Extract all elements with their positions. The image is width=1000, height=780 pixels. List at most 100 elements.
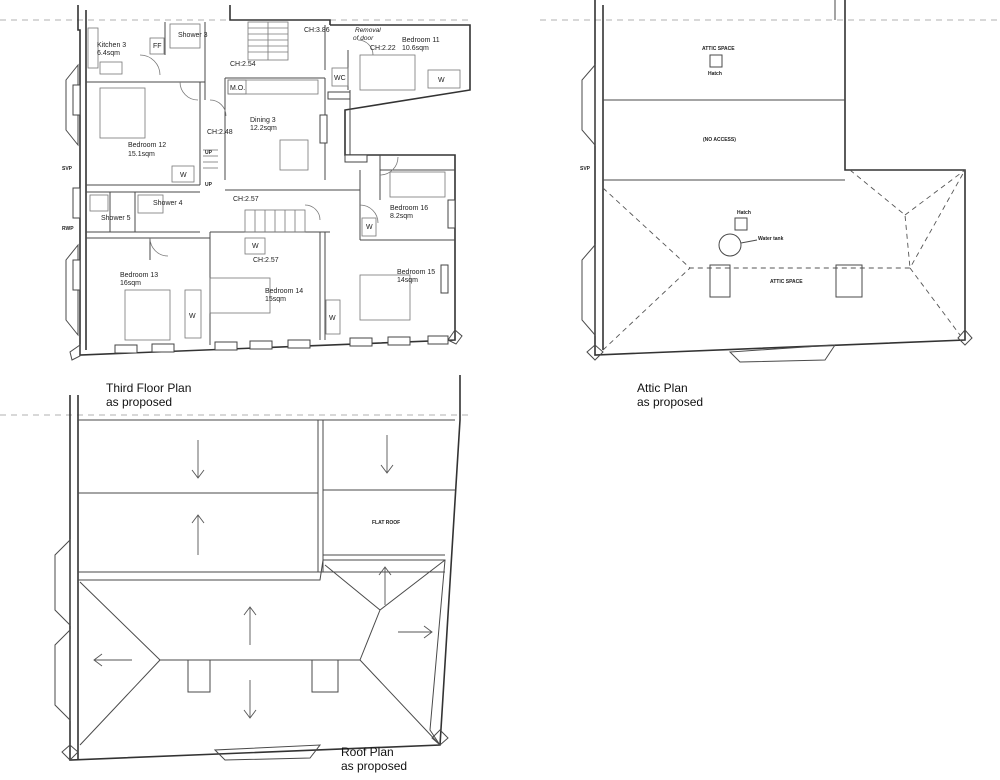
stair-top [247,21,289,61]
attic-corner-left [586,344,604,361]
third-floor-title: Third Floor Plan [106,381,191,395]
shower-4-tray [137,194,164,214]
bedroom-16-label: Bedroom 16 [390,205,428,212]
roof-chimney-left [187,659,211,693]
door-swing [179,81,199,101]
wc-label: WC [334,75,346,82]
arrow-head [191,469,205,479]
attic-outer-wall [594,0,966,356]
dining-3-label: Dining 3 [250,117,276,124]
arrow-head [243,606,257,616]
attic-hatch-bottom-label: Hatch [737,210,751,216]
window [114,344,138,354]
window [319,114,328,144]
shower-5-tray [89,194,109,212]
removal-note-line2: of door [353,35,374,42]
bedroom-15-wardrobe-label: W [329,315,336,322]
attic-bay-bottom-front [728,344,836,363]
hip-line [602,267,691,351]
ch-3-86: CH:3.86 [304,27,330,34]
third-floor-plan: Kitchen 3 6.4sqm FF Shower 3 CH:3.86 Rem… [0,5,471,409]
roof-bay-top [54,538,71,627]
roof-corner-left [61,744,79,761]
hip-line [909,267,961,336]
roof-plan: FLAT ROOF Roof Plan as proposed [0,375,470,773]
door-swing [149,237,169,257]
roof-subtitle: as proposed [341,759,407,773]
dining-table [279,139,309,171]
roof-bay-front [213,744,322,761]
stair-small [203,149,218,169]
hip-valley [849,169,911,269]
attic-subtitle: as proposed [637,395,703,409]
door-swing [304,204,321,221]
attic-plan: ATTIC SPACE Hatch (NO ACCESS) Hatch Wate… [540,0,1000,409]
ch-2-22: CH:2.22 [370,45,396,52]
window [447,199,456,229]
bedroom-12-wardrobe-label: W [180,172,187,179]
window [72,187,81,219]
roof-chimney-right [311,659,339,693]
bedroom-16-wardrobe-label: W [366,224,373,231]
ch-2-54: CH:2.54 [230,61,256,68]
stair-middle [244,209,306,233]
door-swing [209,99,227,117]
bedroom-12-label: Bedroom 12 [128,142,166,149]
wardrobe-14 [244,237,266,255]
shower-5-label: Shower 5 [101,215,131,222]
removal-note-line1: Removal [355,27,381,34]
roof-outer [69,375,461,761]
kitchen-3-label: Kitchen 3 [97,42,126,49]
bedroom-13-label: Bedroom 13 [120,272,158,279]
window [72,259,81,291]
corner-pier-right [447,329,463,345]
attic-hatch-top [709,54,723,68]
arrow-head [93,653,103,667]
up-label-2: UP [205,182,213,188]
microwave-label: M.O. [230,85,245,92]
roof-bay-bottom [54,628,71,722]
wardrobe-12 [171,165,195,183]
window [349,337,373,347]
bedroom-16-area: 8.2sqm [390,213,413,220]
window [327,91,351,100]
attic-space-bottom-label: ATTIC SPACE [770,279,803,285]
ff-label: FF [153,43,162,50]
bedroom-15-area: 14sqm [397,277,418,284]
svp-label: SVP [62,166,73,172]
slope-arrows [93,435,433,719]
door-swing [139,54,161,76]
bed-15 [359,274,411,321]
wardrobe-11 [427,69,461,89]
attic-title: Attic Plan [637,381,688,395]
wardrobe-15 [325,299,341,335]
hip-line [904,169,966,216]
window [427,335,449,345]
door-swing [359,204,379,224]
no-access-label: (NO ACCESS) [703,137,736,143]
arrow-head [191,514,205,524]
bedroom-11-wardrobe-label: W [438,77,445,84]
window [344,154,368,163]
shower-4-label: Shower 4 [153,200,183,207]
leader-line [740,239,758,244]
bay-window-left-bottom [65,243,79,337]
shower-3-label: Shower 3 [178,32,208,39]
window [440,264,449,294]
bed-14 [209,277,271,314]
chimney-stack-left [709,264,731,298]
top-wall [229,5,331,25]
rwp-label: RWP [62,226,74,232]
corner-pier-left [69,344,81,361]
bay-window-left-top [65,63,79,147]
window [151,343,175,353]
shower-3-tray [169,23,201,49]
attic-bay-top [581,63,596,147]
chimney-stack-right [835,264,863,298]
bedroom-15-label: Bedroom 15 [397,269,435,276]
wc-box [331,67,349,87]
ridge-line [602,169,966,269]
bedroom-13-wardrobe-label: W [189,313,196,320]
bed-12 [99,87,146,139]
